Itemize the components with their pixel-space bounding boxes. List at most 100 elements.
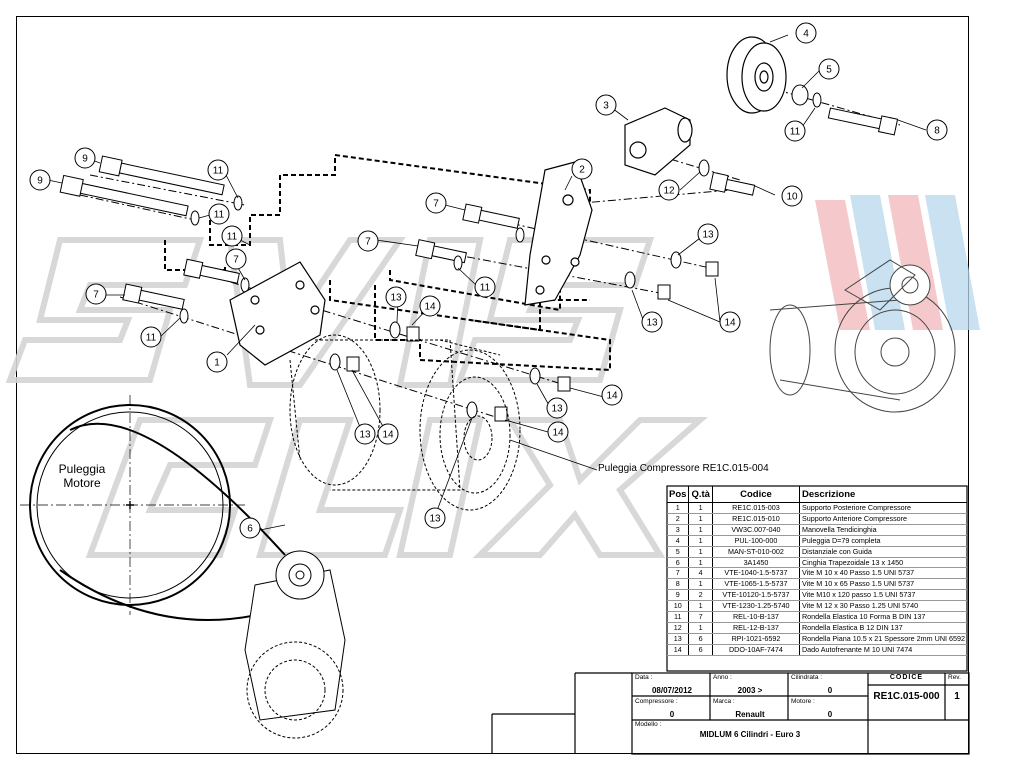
callout-number: 13 [359,430,371,441]
callout-11: 11 [474,276,496,298]
callout-7: 7 [357,230,379,252]
callout-4: 4 [795,22,817,44]
callout-9: 9 [29,169,51,191]
bom-cell-desc: Puleggia D=79 completa [798,535,967,547]
bom-cell-code: VTE-10120-1.5-5737 [711,589,800,602]
bom-cell-desc: Rondella Elastica 10 Forma B DIN 137 [798,611,967,623]
bom-cell-code: REL-10-B-137 [711,611,800,623]
bom-cell-pos: 9 [667,589,689,602]
bom-cell-qta: 2 [688,589,713,602]
callout-number: 10 [786,192,798,203]
callout-number: 11 [146,333,157,344]
codice-value: RE1C.015-000 [873,691,940,702]
bom-cell-desc: Supporto Anteriore Compressore [798,513,967,525]
callout-number: 8 [934,126,940,137]
callout-2: 2 [571,158,593,180]
callout-number: 9 [37,176,43,187]
callout-number: 14 [382,430,394,441]
motor-pulley-belt [20,395,286,621]
bom-cell-qta: 1 [688,513,713,525]
callout-14: 14 [377,423,399,445]
callout-7: 7 [85,283,107,305]
callout-6: 6 [239,517,261,539]
callout-11: 11 [207,159,229,181]
bom-cell-pos: 11 [667,611,689,623]
bom-cell-qta: 6 [688,633,713,645]
callout-14: 14 [719,311,741,333]
callout-9: 9 [74,147,96,169]
bom-cell-pos: 6 [667,557,689,569]
bom-cell-qta: 1 [688,622,713,634]
callout-number: 13 [551,404,563,415]
watermark-logo [5,237,708,558]
data-value: 08/07/2012 [651,686,693,695]
bom-cell-desc: Manovella Tendicinghia [798,524,967,536]
bom-cell-pos: 2 [667,513,689,525]
callout-number: 7 [93,290,99,301]
compressor [289,334,521,511]
bom-cell-code: VTE-1230-1.25-5740 [711,600,800,613]
callout-14: 14 [601,384,623,406]
bom-cell-qta: 6 [688,644,713,656]
callout-13: 13 [354,423,376,445]
bom-cell-qta: 4 [688,567,713,580]
callout-number: 7 [433,199,439,210]
bom-cell-pos: 7 [667,567,689,580]
bom-cell-pos: 5 [667,546,689,558]
bom-cell-code: RPI-1021-6592 [711,633,800,645]
rev-value: 1 [954,691,960,702]
callout-number: 11 [790,127,801,138]
bom-cell-pos: 12 [667,622,689,634]
bottom-assembly [244,550,346,739]
callout-number: 1 [214,358,220,369]
compressor-pulley-label: Puleggia Compressore RE1C.015-004 [598,463,769,474]
bom-cell-qta: 7 [688,611,713,623]
assembled-view [769,259,956,413]
bom-cell-code: MAN-ST-010-002 [711,546,800,558]
bom-cell-code: REL-12-B-137 [711,622,800,634]
callout-13: 13 [546,397,568,419]
modello-label: Modello : [635,721,662,728]
callout-number: 11 [480,283,491,294]
bom-cell-qta: 1 [688,578,713,591]
motor-pulley-label: Puleggia Motore [58,462,106,490]
callout-number: 13 [429,514,441,525]
callout-number: 14 [552,428,564,439]
compressore-label: Compressore : [635,698,678,705]
bom-cell-qta: 1 [688,502,713,514]
callout-number: 13 [702,230,714,241]
callout-14: 14 [419,295,441,317]
bom-cell-code: PUL-100-000 [711,535,800,547]
bom-cell-desc: Vite M10 x 120 passo 1.5 UNI 5737 [798,589,967,602]
center-lines [79,84,901,421]
title-block-lines [491,485,970,755]
motore-value: 0 [827,710,833,719]
bom-cell-desc: Dado Autofrenante M 10 UNI 7474 [798,644,967,656]
bom-cell-qta: 1 [688,557,713,569]
header-pos: Pos [667,486,689,503]
bom-cell-desc: Vite M 10 x 40 Passo 1.5 UNI 5737 [798,567,967,580]
codice-label: CODICE [889,674,924,681]
callout-number: 9 [82,154,88,165]
bom-cell-desc: Rondella Elastica B 12 DIN 137 [798,622,967,634]
bom-cell-code: 3A1450 [711,557,800,569]
callout-number: 13 [646,318,658,329]
callout-number: 14 [724,318,736,329]
callout-number: 11 [214,210,225,221]
watermark-stripes [815,195,980,330]
callout-number: 7 [233,255,239,266]
callout-number: 11 [213,166,224,177]
bolts [59,107,899,310]
callout-13: 13 [424,507,446,529]
